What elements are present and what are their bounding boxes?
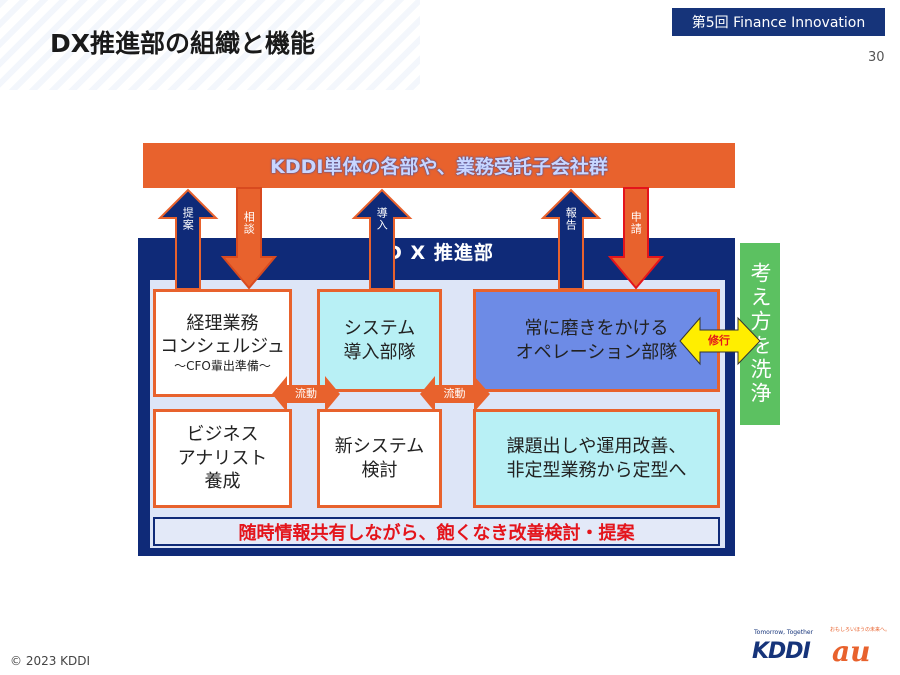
flow-arrow-1 <box>272 376 340 412</box>
introduce-arrow <box>351 188 413 290</box>
request-arrow <box>607 187 665 290</box>
concierge-sub: 〜CFO輩出準備〜 <box>174 358 271 373</box>
proposal-label: 提案 <box>181 207 195 231</box>
flow-label-2: 流動 <box>443 387 466 400</box>
new-system-line1: 新システム <box>334 436 425 458</box>
training-arrow <box>679 316 761 366</box>
improvement-line2: 非定型業務から定型へ <box>506 459 687 481</box>
page-title: DX推進部の組織と機能 <box>50 29 316 58</box>
consult-label: 相談 <box>242 211 256 235</box>
analyst-box: ビジネス アナリスト 養成 <box>153 409 292 508</box>
system-team-line1: システム <box>343 318 416 340</box>
system-team-line2: 導入部隊 <box>343 341 416 363</box>
flow-arrow-2 <box>420 376 490 412</box>
kddi-departments-bar: KDDI単体の各部や、業務受託子会社群 <box>143 143 735 188</box>
improvement-line1: 課題出しや運用改善、 <box>506 436 687 458</box>
request-label: 申請 <box>629 211 643 235</box>
au-tagline: おもしろいほうの未来へ。 <box>830 627 891 633</box>
flow-label-1: 流動 <box>295 387 317 400</box>
concierge-line1: 経理業務 <box>186 312 259 334</box>
copyright: © 2023 KDDI <box>10 654 91 668</box>
new-system-box: 新システム 検討 <box>317 409 442 508</box>
introduce-label: 導入 <box>375 207 389 231</box>
system-team-box: システム 導入部隊 <box>317 289 442 392</box>
analyst-line2: アナリスト <box>177 447 268 469</box>
operation-team-box: 常に磨きをかける オペレーション部隊 <box>473 289 720 392</box>
kddi-tagline: Tomorrow, Together <box>754 629 814 636</box>
training-label: 修行 <box>708 334 730 347</box>
new-system-line2: 検討 <box>361 459 398 481</box>
improvement-box: 課題出しや運用改善、 非定型業務から定型へ <box>473 409 720 508</box>
operation-team-line2: オペレーション部隊 <box>515 341 678 363</box>
analyst-line1: ビジネス <box>186 424 259 446</box>
concierge-box: 経理業務 コンシェルジュ 〜CFO輩出準備〜 <box>153 289 292 397</box>
analyst-line3: 養成 <box>204 471 241 493</box>
consult-arrow <box>220 187 278 290</box>
au-logo: au <box>832 635 871 668</box>
continuous-improvement-bar: 随時情報共有しながら、飽くなき改善検討・提案 <box>153 517 720 546</box>
dx-dept-title: D X 推進部 <box>386 242 494 264</box>
page-number: 30 <box>868 50 885 65</box>
session-badge: 第5回 Finance Innovation <box>672 8 885 36</box>
report-label: 報告 <box>564 207 578 231</box>
concierge-line2: コンシェルジュ <box>160 336 285 358</box>
operation-team-line1: 常に磨きをかける <box>524 318 669 340</box>
proposal-arrow <box>157 188 219 290</box>
report-arrow <box>540 188 602 290</box>
background-pattern <box>0 0 420 90</box>
kddi-logo: KDDI <box>752 639 811 664</box>
